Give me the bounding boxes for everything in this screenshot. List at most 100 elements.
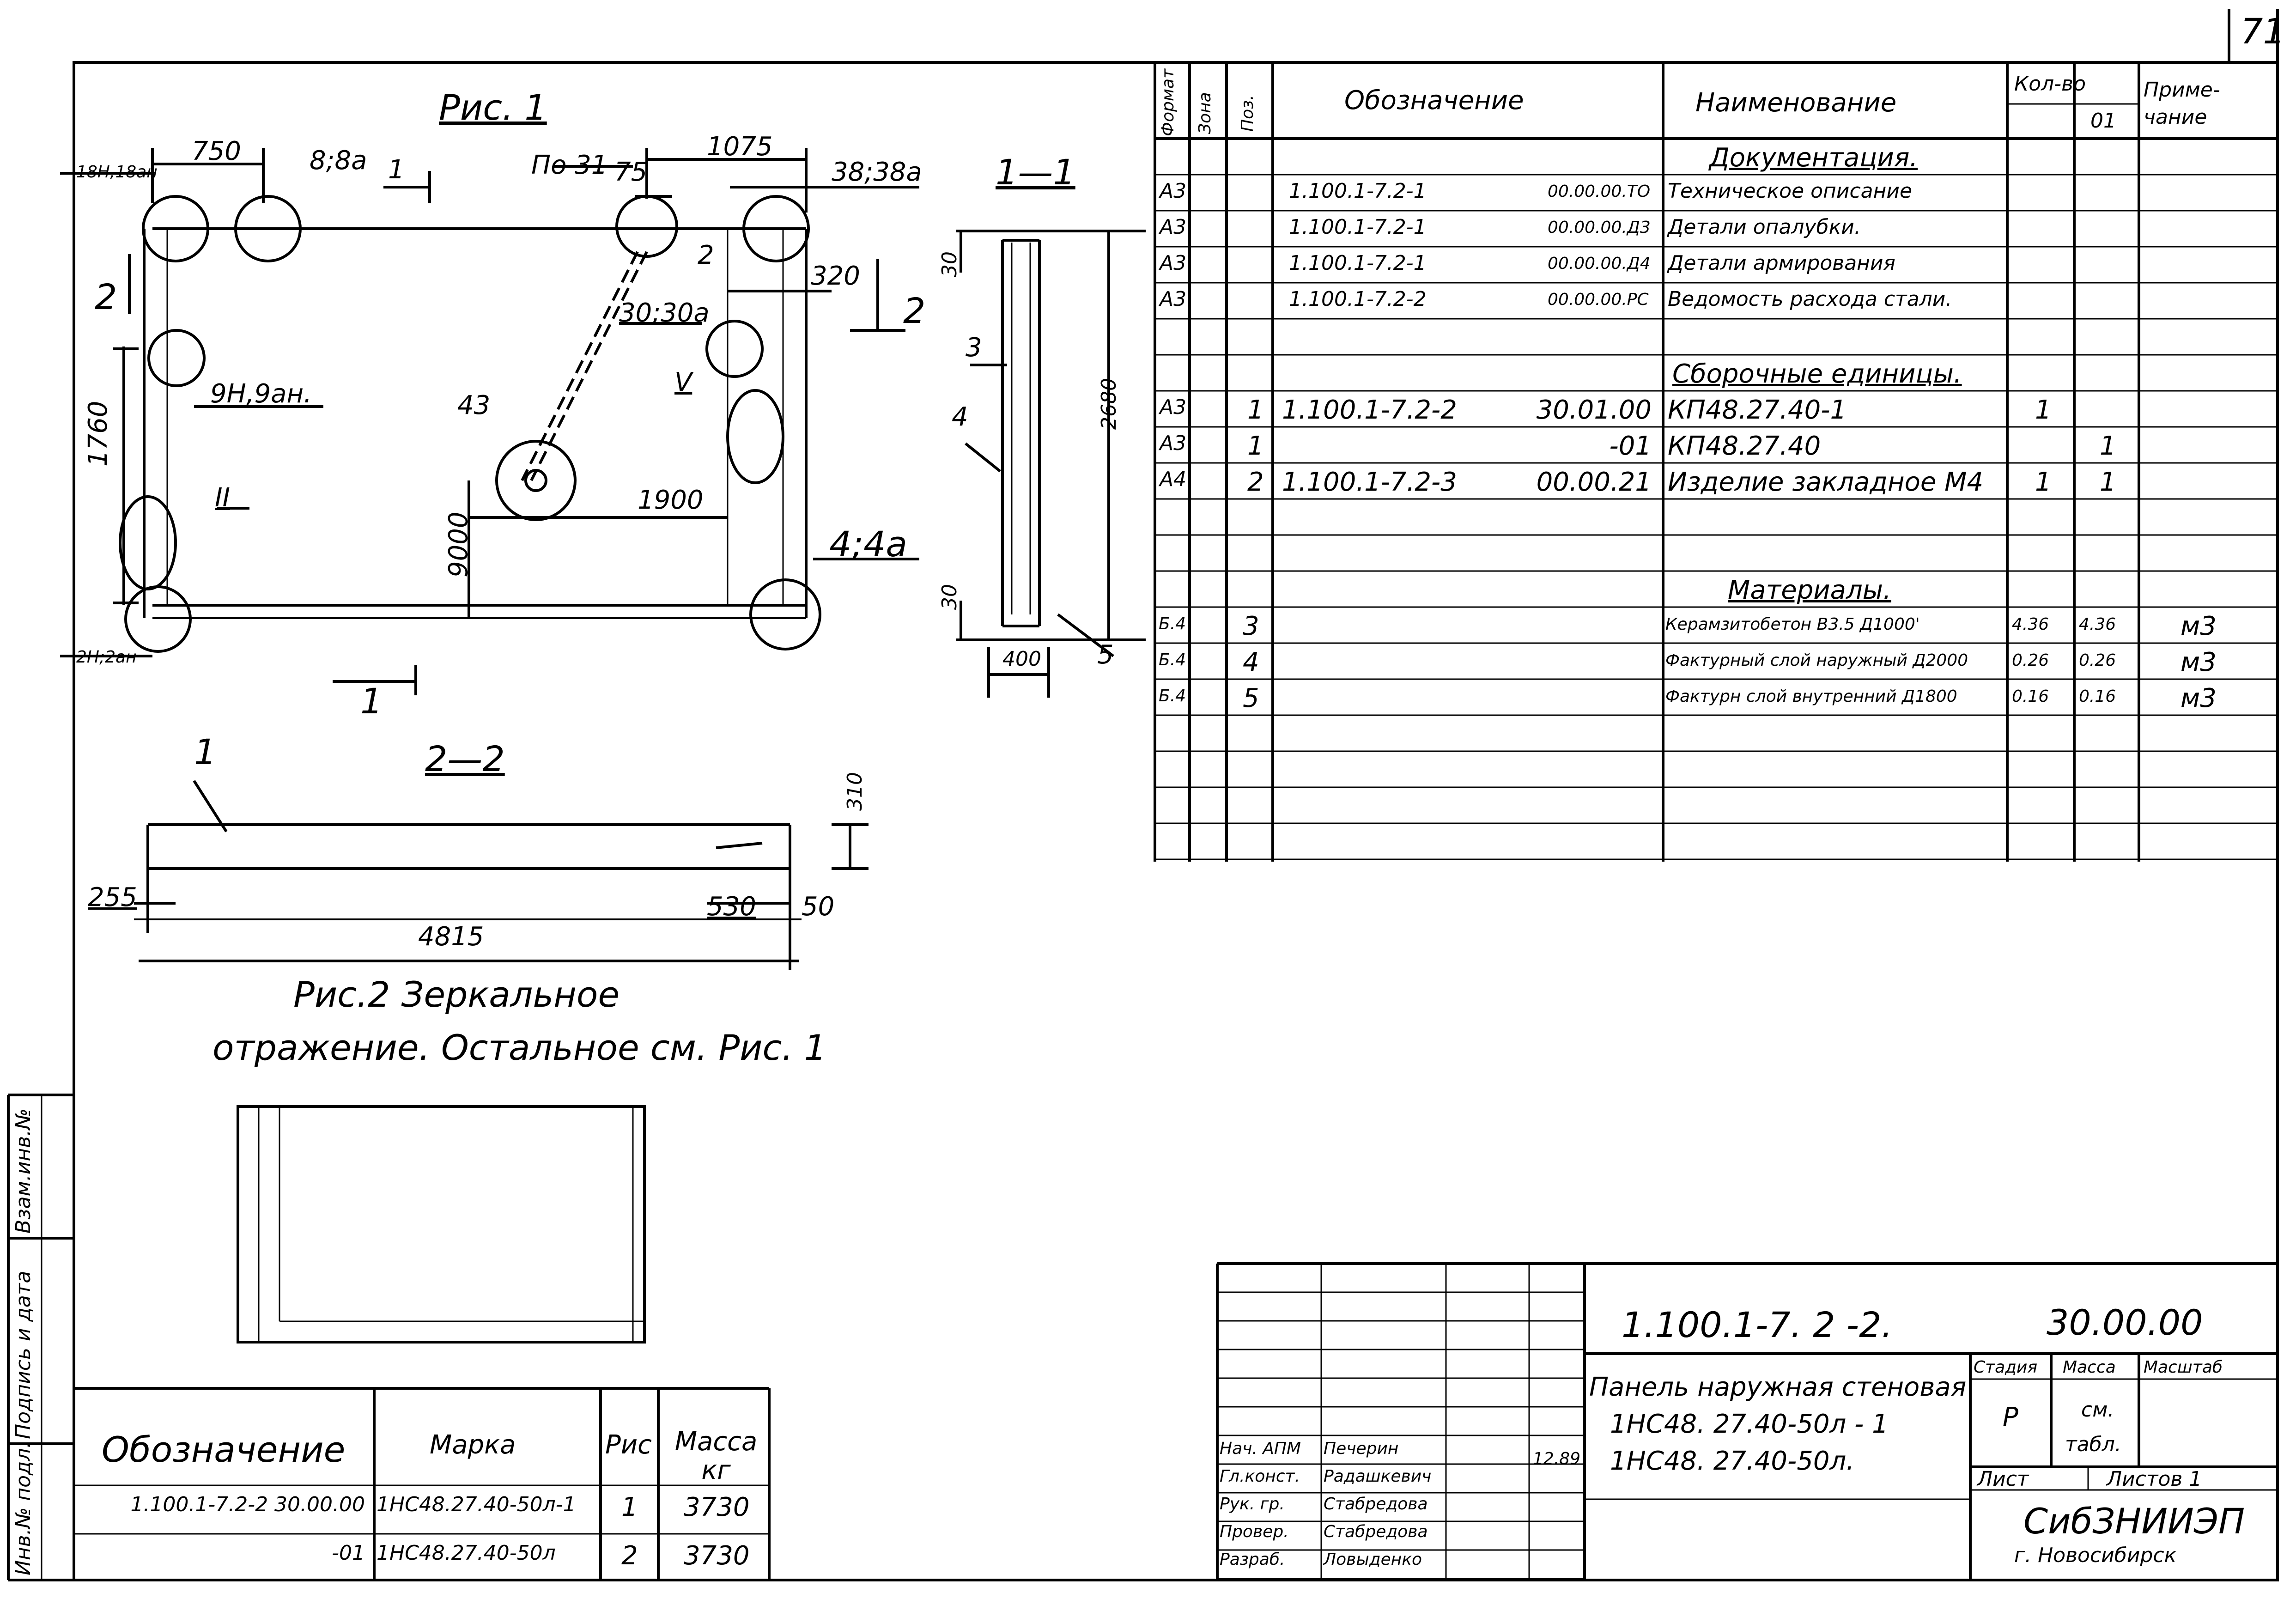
tb-role-name: Стабредова	[1324, 1495, 1428, 1514]
callout-2h: 2Н;2ан	[76, 648, 137, 667]
material-row-name: Фактурный слой наружный Д2000	[1665, 651, 1968, 670]
sec22-dim-310: 310	[843, 772, 867, 811]
material-row-note: м3	[2181, 683, 2217, 713]
tb-mass-value-2: табл.	[2065, 1433, 2121, 1456]
dim-9000: 9000	[443, 511, 474, 578]
dim-1760: 1760	[83, 401, 113, 467]
sec11-title: 1—1	[996, 152, 1075, 193]
material-row-qty: 4.36	[2012, 615, 2049, 634]
unit-row-qty: 1	[2035, 467, 2052, 497]
doc-row-format: А3	[1160, 215, 1187, 239]
material-row-pos: 3	[1243, 611, 1259, 641]
tb-mass-header: Масса	[2063, 1358, 2116, 1377]
dim-750: 750	[192, 136, 241, 166]
dim-1900: 1900	[638, 485, 704, 515]
sec11-pos-3: 3	[966, 333, 982, 363]
unit-row-pos: 2	[1247, 467, 1264, 497]
marks-row-designation: 1.100.1-7.2-2 30.00.00	[130, 1493, 365, 1516]
marks-header-fig: Рис	[605, 1430, 652, 1460]
section-materials: Материалы.	[1728, 575, 1891, 605]
material-row-qty-01: 4.36	[2079, 615, 2116, 634]
unit-row-format: А3	[1160, 395, 1187, 419]
unit-row-code: -01	[1609, 431, 1652, 461]
doc-row-name: Детали опалубки.	[1668, 215, 1861, 239]
section-docs: Документация.	[1709, 143, 1918, 173]
marks-row-fig: 1	[621, 1492, 638, 1522]
tb-title-line1: Панель наружная стеновая	[1589, 1372, 1967, 1402]
sec22-dim-255: 255	[88, 882, 137, 912]
tb-date: 12.89	[1533, 1449, 1581, 1468]
material-row-name: Фактурн слой внутренний Д1800	[1665, 687, 1957, 706]
dim-1075: 1075	[707, 132, 773, 162]
doc-row-format: А3	[1160, 179, 1187, 203]
sec11-dim-30-bottom: 30	[938, 584, 961, 610]
sec22-dim-50: 50	[802, 892, 835, 922]
material-row-qty: 0.16	[2012, 687, 2049, 706]
marks-row-fig: 2	[621, 1541, 638, 1571]
tb-role: Разраб.	[1220, 1550, 1285, 1569]
view-ii: II	[215, 483, 231, 513]
spec-header-note: Приме-чание	[2144, 78, 2220, 129]
marks-row-mark: 1НС48.27.40-50л-1	[377, 1493, 576, 1516]
doc-row-designation: 1.100.1-7.2-1	[1289, 251, 1427, 275]
unit-row-pos: 1	[1247, 395, 1264, 425]
callout-9: 9Н,9ан.	[210, 379, 312, 409]
fig1-title: Рис. 1	[439, 87, 547, 128]
tb-doc-suffix: 30.00.00	[2047, 1302, 2203, 1343]
doc-row-designation: 1.100.1-7.2-2	[1289, 287, 1427, 311]
marks-row-mass: 3730	[684, 1492, 750, 1522]
tb-role-name: Печерин	[1324, 1439, 1399, 1458]
material-row-pos: 5	[1243, 683, 1259, 713]
unit-row-qty: 1	[2035, 395, 2052, 425]
doc-row-designation: 1.100.1-7.2-1	[1289, 179, 1427, 203]
fig2-caption-line2: отражение. Остальное см. Рис. 1	[213, 1027, 826, 1068]
tb-title-line3: 1НС48. 27.40-50л.	[1610, 1446, 1855, 1476]
unit-row-qty-01: 1	[2100, 467, 2116, 497]
material-row-name: Керамзитобетон В3.5 Д1000'	[1665, 615, 1920, 634]
doc-row-name: Ведомость расхода стали.	[1668, 287, 1952, 311]
material-row-format: Б.4	[1159, 650, 1186, 669]
view-v: V	[674, 367, 692, 397]
fig2-caption-line1: Рис.2 Зеркальное	[293, 974, 620, 1015]
doc-row-code: 00.00.00.РС	[1548, 290, 1649, 309]
tb-mass-value-1: см.	[2081, 1398, 2114, 1422]
tb-role-name: Ловыденко	[1324, 1550, 1422, 1569]
material-row-format: Б.4	[1159, 614, 1186, 633]
dim-320: 320	[811, 261, 860, 291]
doc-row-code: 00.00.00.Д3	[1548, 218, 1651, 237]
material-row-note: м3	[2181, 611, 2217, 641]
unit-row-code: 30.01.00	[1536, 395, 1652, 425]
material-row-qty-01: 0.16	[2079, 687, 2116, 706]
margin-field-replacement: Взам.инв.№	[12, 1108, 35, 1234]
material-row-qty-01: 0.26	[2079, 651, 2116, 670]
tb-scale-header: Масштаб	[2144, 1358, 2223, 1377]
callout-4: 4;4а	[829, 523, 907, 565]
sec11-dim-2680: 2680	[1097, 378, 1121, 430]
spec-header-zone: Зона	[1196, 92, 1215, 134]
sec11-pos-5: 5	[1097, 640, 1114, 670]
doc-row-designation: 1.100.1-7.2-1	[1289, 215, 1427, 239]
tb-sheets-header: Листов 1	[2107, 1467, 2202, 1491]
marks-header-mass: Масса кг	[674, 1427, 758, 1485]
material-row-format: Б.4	[1159, 687, 1186, 705]
material-row-pos: 4	[1243, 647, 1259, 677]
section-1-top: 1	[388, 155, 405, 185]
spec-header-format: Формат	[1159, 68, 1178, 136]
section-units: Сборочные единицы.	[1672, 359, 1962, 389]
unit-row-name: КП48.27.40-1	[1668, 395, 1847, 425]
callout-38: 38;38а	[832, 157, 922, 187]
tb-role: Гл.конст.	[1220, 1467, 1300, 1486]
tb-role: Рук. гр.	[1220, 1495, 1285, 1514]
callout-2: 2	[698, 240, 714, 270]
doc-row-code: 00.00.00.ТО	[1548, 182, 1651, 201]
unit-row-format: А4	[1160, 468, 1187, 491]
doc-row-format: А3	[1160, 287, 1187, 311]
section-2-right: 2	[903, 290, 926, 331]
marks-row-designation: -01	[332, 1541, 365, 1565]
tb-role-name: Стабредова	[1324, 1522, 1428, 1541]
margin-field-inventory: Инв.№ подл.	[12, 1441, 35, 1575]
callout-43: 43	[457, 390, 491, 420]
callout-30: 30;30а	[619, 298, 710, 328]
material-row-note: м3	[2181, 647, 2217, 677]
